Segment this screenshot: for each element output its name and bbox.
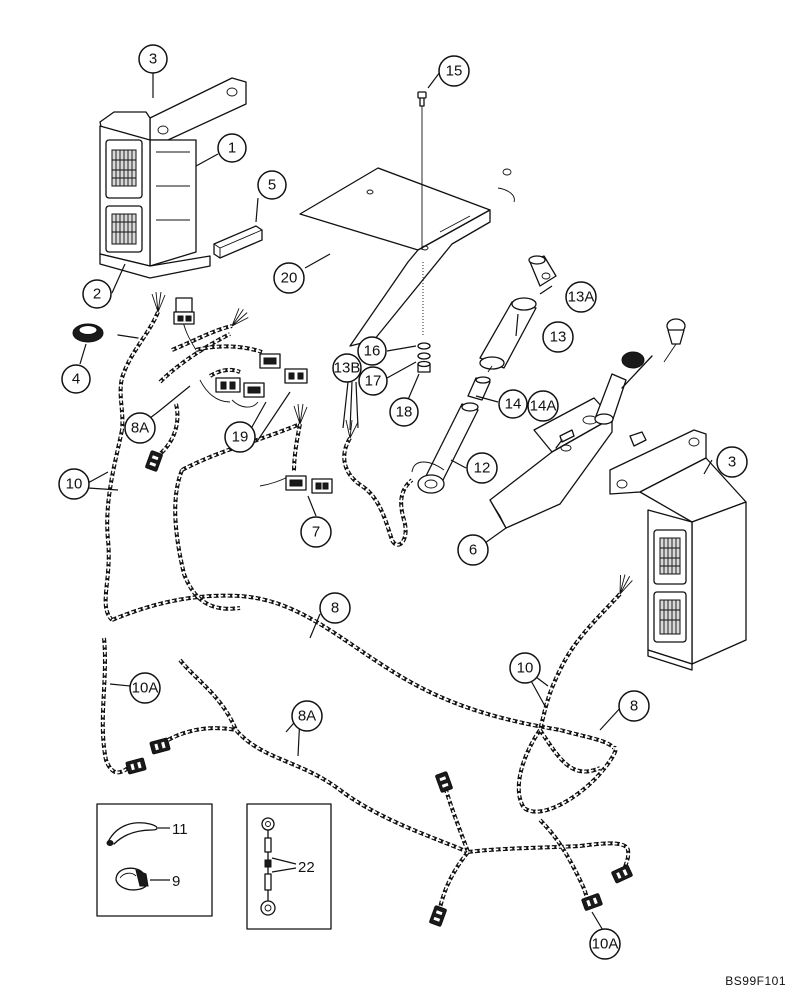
svg-text:3: 3 bbox=[149, 51, 157, 68]
callout-19: 19 bbox=[224, 421, 256, 453]
callout-15: 15 bbox=[438, 55, 470, 87]
svg-text:5: 5 bbox=[268, 177, 276, 194]
callout-10A-right: 10A bbox=[589, 928, 621, 960]
callout-13A: 13A bbox=[565, 281, 597, 313]
svg-text:8: 8 bbox=[331, 600, 339, 617]
svg-text:10A: 10A bbox=[132, 680, 159, 697]
svg-text:14: 14 bbox=[505, 396, 522, 413]
callout-8-right: 8 bbox=[618, 690, 650, 722]
svg-text:4: 4 bbox=[72, 371, 80, 388]
svg-text:13: 13 bbox=[550, 329, 567, 346]
callout-14A: 14A bbox=[527, 390, 559, 422]
svg-text:8: 8 bbox=[630, 698, 638, 715]
svg-text:10A: 10A bbox=[592, 936, 619, 953]
inset-ground-wire-box: 22 bbox=[246, 803, 332, 930]
callout-13B: 13B bbox=[332, 353, 362, 383]
callout-1: 1 bbox=[217, 133, 247, 163]
callout-2: 2 bbox=[82, 279, 112, 309]
callout-8A-upper: 8A bbox=[124, 412, 156, 444]
main-harness bbox=[103, 291, 561, 732]
callout-3-left: 3 bbox=[138, 44, 168, 74]
toggle-switch bbox=[594, 318, 686, 425]
callout-5: 5 bbox=[257, 170, 287, 200]
callout-10-left: 10 bbox=[58, 468, 90, 500]
callout-4: 4 bbox=[61, 364, 91, 394]
callout-10-right: 10 bbox=[509, 652, 541, 684]
callout-20: 20 bbox=[273, 262, 305, 294]
svg-text:1: 1 bbox=[228, 140, 236, 157]
callout-16: 16 bbox=[357, 336, 387, 366]
svg-text:19: 19 bbox=[232, 429, 249, 446]
callout-3-right: 3 bbox=[716, 446, 748, 478]
connector-pair bbox=[259, 403, 333, 494]
handle-grip bbox=[479, 297, 537, 370]
callout-14: 14 bbox=[498, 389, 528, 419]
label-22: 22 bbox=[298, 859, 315, 876]
svg-text:14A: 14A bbox=[530, 398, 557, 415]
callout-8-center: 8 bbox=[319, 592, 351, 624]
svg-text:2: 2 bbox=[93, 286, 101, 303]
svg-text:16: 16 bbox=[364, 343, 381, 360]
svg-text:13B: 13B bbox=[334, 360, 361, 377]
callout-13: 13 bbox=[542, 321, 574, 353]
svg-text:7: 7 bbox=[312, 524, 320, 541]
screw bbox=[417, 91, 427, 335]
label-11: 11 bbox=[172, 821, 188, 838]
callout-17: 17 bbox=[358, 366, 388, 396]
svg-text:3: 3 bbox=[728, 454, 736, 471]
callout-8A-lower: 8A bbox=[291, 700, 323, 732]
lower-harness bbox=[100, 637, 634, 928]
washer-stack bbox=[417, 342, 431, 373]
right-harness bbox=[516, 572, 634, 814]
lever-arm bbox=[411, 402, 479, 494]
svg-text:17: 17 bbox=[365, 373, 382, 390]
callout-18: 18 bbox=[389, 397, 419, 427]
grip-cap bbox=[528, 255, 557, 287]
svg-text:10: 10 bbox=[66, 476, 83, 493]
svg-text:8A: 8A bbox=[131, 420, 149, 437]
callout-10A-left: 10A bbox=[129, 672, 161, 704]
right-light-housing bbox=[609, 429, 747, 671]
svg-text:8A: 8A bbox=[298, 708, 316, 725]
adapter-14 bbox=[467, 365, 493, 401]
svg-text:18: 18 bbox=[396, 404, 413, 421]
svg-text:20: 20 bbox=[281, 270, 298, 287]
drawing-code: BS99F101 bbox=[725, 974, 786, 988]
left-light-housing bbox=[99, 77, 247, 279]
svg-text:12: 12 bbox=[474, 460, 491, 477]
inset-tie-strap-box: 11 9 bbox=[96, 803, 213, 917]
callout-12: 12 bbox=[466, 452, 498, 484]
spacer-bar bbox=[213, 225, 263, 259]
svg-text:13A: 13A bbox=[568, 289, 595, 306]
svg-text:10: 10 bbox=[517, 660, 534, 677]
callout-7: 7 bbox=[300, 516, 332, 548]
svg-text:6: 6 bbox=[469, 542, 477, 559]
switch-wire-loop bbox=[342, 419, 414, 547]
mounting-panel bbox=[299, 167, 515, 347]
grommet bbox=[72, 323, 139, 343]
callout-6: 6 bbox=[457, 534, 489, 566]
label-9: 9 bbox=[172, 873, 180, 890]
svg-text:15: 15 bbox=[446, 63, 463, 80]
